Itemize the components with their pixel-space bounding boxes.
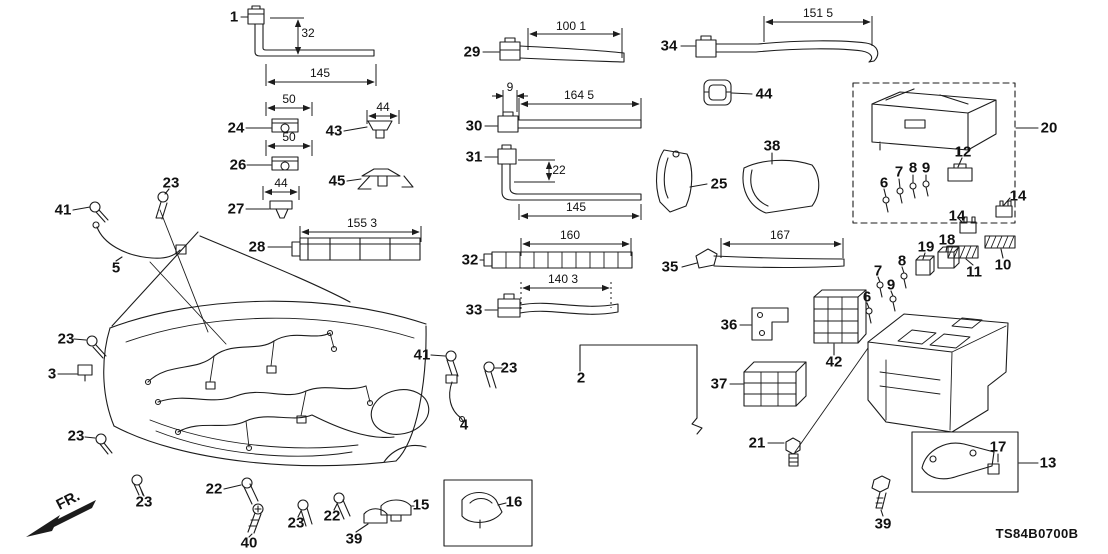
part-callout-23: 23 xyxy=(287,514,305,532)
part-callout-7: 7 xyxy=(873,262,883,280)
part-callout-22: 22 xyxy=(205,480,223,498)
dimension-label: 50 xyxy=(282,130,296,144)
part-callout-6: 6 xyxy=(862,288,872,306)
part-callout-44: 44 xyxy=(755,85,773,103)
part-callout-16: 16 xyxy=(505,493,523,511)
part-callout-30: 30 xyxy=(465,117,483,135)
dimension-label: 32 xyxy=(301,26,315,40)
dimension-label: 160 xyxy=(559,228,581,242)
part-callout-37: 37 xyxy=(710,375,728,393)
top-left-parts xyxy=(240,5,421,261)
dimension-label: 151 5 xyxy=(802,6,834,20)
dimension-label: 44 xyxy=(376,100,390,114)
dimension-label: 167 xyxy=(769,228,791,242)
part-callout-8: 8 xyxy=(908,159,918,177)
part-callout-42: 42 xyxy=(825,353,843,371)
part-callout-5: 5 xyxy=(111,259,121,277)
dimension-label: 100 1 xyxy=(555,19,587,33)
box-13-area xyxy=(767,431,1039,517)
part-callout-21: 21 xyxy=(748,434,766,452)
part-callout-14: 14 xyxy=(948,207,966,225)
part-callout-43: 43 xyxy=(325,122,343,140)
part-callout-12: 12 xyxy=(954,143,972,161)
part-callout-19: 19 xyxy=(917,238,935,256)
dimension-label: 44 xyxy=(274,176,288,190)
dimension-label: 164 5 xyxy=(563,88,595,102)
part-callout-6: 6 xyxy=(879,174,889,192)
left-fasteners xyxy=(57,188,227,497)
dimension-label: 155 3 xyxy=(346,216,378,230)
dimension-label: 22 xyxy=(552,163,566,177)
part-callout-7: 7 xyxy=(894,163,904,181)
part-callout-17: 17 xyxy=(989,438,1007,456)
part-callout-2: 2 xyxy=(576,369,586,387)
part-callout-40: 40 xyxy=(240,534,258,552)
part-callout-23: 23 xyxy=(500,359,518,377)
part-callout-29: 29 xyxy=(463,43,481,61)
part-callout-10: 10 xyxy=(994,256,1012,274)
dimension-label: 145 xyxy=(565,200,587,214)
part-callout-41: 41 xyxy=(413,346,431,364)
part-callout-25: 25 xyxy=(710,175,728,193)
lower-fasteners xyxy=(223,350,533,547)
diagram-code: TS84B0700B xyxy=(995,526,1079,541)
part-callout-15: 15 xyxy=(412,496,430,514)
part-callout-33: 33 xyxy=(465,301,483,319)
dimension-label: 145 xyxy=(309,66,331,80)
right-column-parts xyxy=(655,35,879,269)
part-callout-41: 41 xyxy=(54,201,72,219)
part-callout-8: 8 xyxy=(897,252,907,270)
dimension-label: 140 3 xyxy=(547,272,579,286)
engine-harness xyxy=(144,329,395,452)
part-callout-13: 13 xyxy=(1039,454,1057,472)
part-callout-24: 24 xyxy=(227,119,245,137)
part-callout-18: 18 xyxy=(938,231,956,249)
bracket-region-2 xyxy=(579,344,703,435)
part-callout-23: 23 xyxy=(67,427,85,445)
dimension-label: 9 xyxy=(506,80,514,94)
part-callout-1: 1 xyxy=(229,8,239,26)
part-callout-20: 20 xyxy=(1040,119,1058,137)
part-callout-35: 35 xyxy=(661,258,679,276)
part-callout-23: 23 xyxy=(135,493,153,511)
middle-column-parts xyxy=(479,37,642,318)
part-callout-45: 45 xyxy=(328,172,346,190)
car-body-outline xyxy=(103,231,430,467)
part-callout-34: 34 xyxy=(660,37,678,55)
part-callout-23: 23 xyxy=(57,330,75,348)
part-callout-36: 36 xyxy=(720,316,738,334)
part-callout-27: 27 xyxy=(227,200,245,218)
part-callout-39: 39 xyxy=(874,515,892,533)
part-callout-28: 28 xyxy=(248,238,266,256)
part-callout-31: 31 xyxy=(465,148,483,166)
part-callout-9: 9 xyxy=(886,276,896,294)
fuse-box-20 xyxy=(852,82,1039,224)
part-callout-26: 26 xyxy=(229,156,247,174)
fr-arrow-icon xyxy=(26,500,96,537)
part-callout-9: 9 xyxy=(921,159,931,177)
part-callout-32: 32 xyxy=(461,251,479,269)
part-callout-39: 39 xyxy=(345,530,363,548)
part-callout-22: 22 xyxy=(323,507,341,525)
part-callout-14: 14 xyxy=(1009,187,1027,205)
part-callout-23: 23 xyxy=(162,174,180,192)
part-callout-38: 38 xyxy=(763,137,781,155)
part-callout-4: 4 xyxy=(459,416,469,434)
relay-area-parts xyxy=(729,174,1016,453)
part-callout-3: 3 xyxy=(47,365,57,383)
part-callout-11: 11 xyxy=(966,263,982,281)
dimension-label: 50 xyxy=(282,92,296,106)
